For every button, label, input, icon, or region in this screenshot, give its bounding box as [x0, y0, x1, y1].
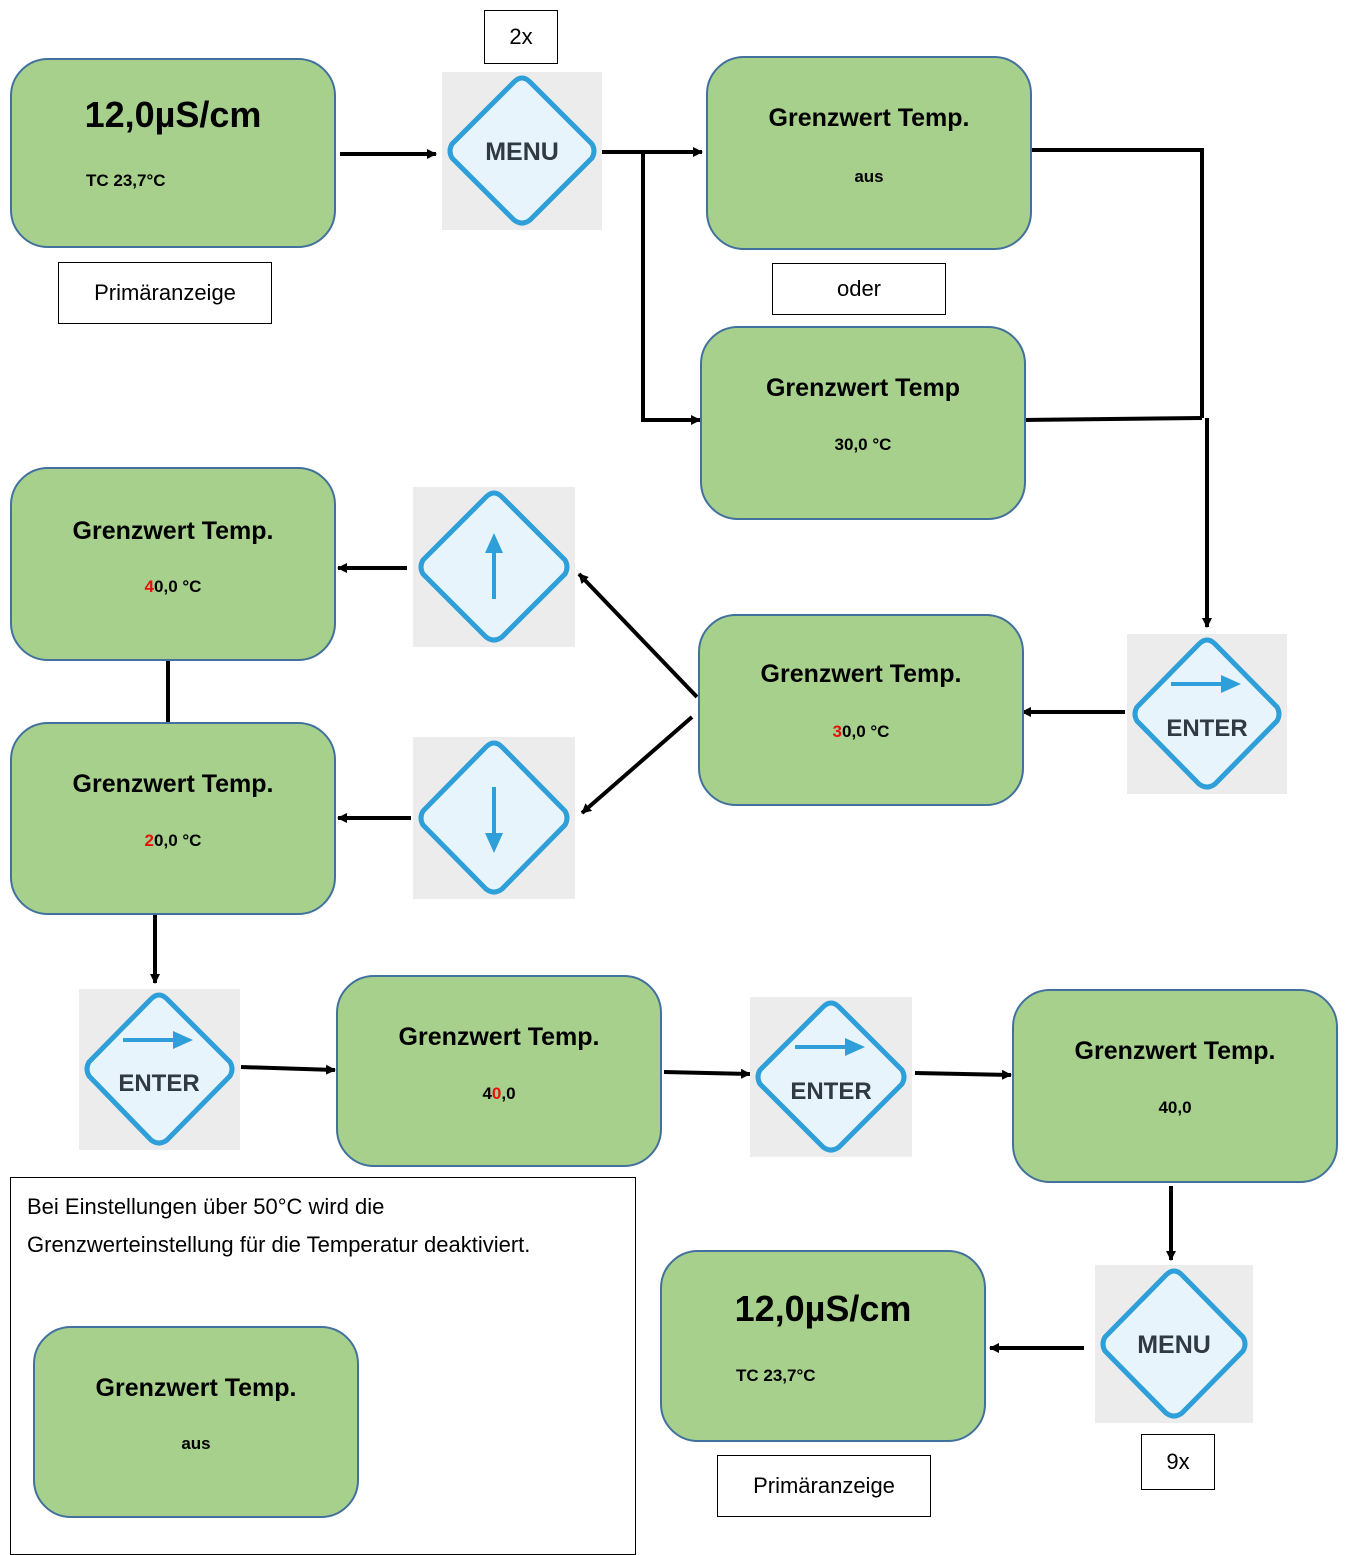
- menu-key-label: MENU: [485, 138, 559, 166]
- limit-value: 30,0 °C: [700, 722, 1022, 742]
- limit-title: Grenzwert Temp.: [1074, 1037, 1276, 1065]
- limit-value: aus: [854, 167, 884, 186]
- menu-press-count: 2x: [484, 10, 558, 64]
- temperature-compensation: TC 23,7°C: [736, 1366, 816, 1385]
- limit-40c-display: Grenzwert Temp. 40,0: [1012, 989, 1338, 1183]
- enter-key-label: ENTER: [118, 1070, 199, 1097]
- menu-press-count: 9x: [1141, 1434, 1215, 1490]
- limit-title: Grenzwert Temp: [765, 374, 961, 402]
- limit-off-display: Grenzwert Temp. aus: [706, 56, 1032, 250]
- limit-30-display: Grenzwert Temp 30,0 °C: [700, 326, 1026, 520]
- primary-display-top: 12,0µS/cm TC 23,7°C: [10, 58, 336, 248]
- limit-off-example: Grenzwert Temp. aus: [33, 1326, 359, 1518]
- limit-40b-display: Grenzwert Temp. 40,0: [336, 975, 662, 1167]
- value-rest: ,0: [501, 1084, 516, 1103]
- arrow-menu-to-limit-30: [641, 152, 701, 425]
- primary-display-caption: Primäranzeige: [717, 1455, 931, 1517]
- limit-40-display: Grenzwert Temp. 40,0 °C: [10, 467, 336, 661]
- limit-title: Grenzwert Temp.: [768, 104, 970, 132]
- primary-display-bottom: 12,0µS/cm TC 23,7°C: [660, 1250, 986, 1442]
- arrow-enter-to-limit40b: [240, 1064, 336, 1075]
- enter-key[interactable]: ENTER: [750, 997, 912, 1157]
- value-rest: 0,0 °C: [842, 722, 890, 741]
- limit-20-display: Grenzwert Temp. 20,0 °C: [10, 722, 336, 915]
- enter-key[interactable]: ENTER: [79, 989, 240, 1150]
- arrow-edit30-to-down: [580, 715, 694, 815]
- limit-value: aus: [181, 1434, 211, 1453]
- enter-key-label: ENTER: [1166, 715, 1247, 742]
- limit-title: Grenzwert Temp.: [72, 770, 274, 798]
- limit-title: Grenzwert Temp.: [95, 1374, 297, 1402]
- edited-digit: 0: [491, 1084, 502, 1103]
- temperature-compensation: TC 23,7°C: [86, 171, 166, 190]
- limit-value: 30,0 °C: [834, 435, 892, 454]
- menu-key[interactable]: MENU: [442, 72, 602, 230]
- conductivity-value: 12,0µS/cm: [734, 1288, 912, 1329]
- limit-title: Grenzwert Temp.: [398, 1023, 600, 1051]
- limit-value: 20,0 °C: [12, 831, 334, 851]
- edited-digit: 4: [144, 577, 155, 596]
- value-rest: 0,0 °C: [154, 577, 202, 596]
- edited-digit: 2: [144, 831, 155, 850]
- line-limit-off-right: [1028, 148, 1204, 418]
- or-label: oder: [772, 263, 946, 315]
- edited-digit: 3: [832, 722, 843, 741]
- enter-key-label: ENTER: [790, 1078, 871, 1105]
- conductivity-value: 12,0µS/cm: [84, 94, 262, 135]
- menu-key[interactable]: MENU: [1095, 1265, 1253, 1423]
- up-key[interactable]: [413, 487, 575, 647]
- enter-key[interactable]: ENTER: [1127, 634, 1287, 794]
- limit-title: Grenzwert Temp.: [760, 660, 962, 688]
- arrow-limit40b-to-enter: [663, 1068, 751, 1079]
- value-pre: 4: [482, 1084, 492, 1103]
- note-text: Bei Einstellungen über 50°C wird die Gre…: [27, 1194, 531, 1257]
- limit-value: 40,0 °C: [12, 577, 334, 597]
- arrow-edit30-to-up: [577, 572, 699, 699]
- down-key[interactable]: [413, 737, 575, 899]
- limit-value: 40,0: [1158, 1098, 1192, 1117]
- limit-edit-display: Grenzwert Temp. 30,0 °C: [698, 614, 1024, 806]
- line-limit-30-right: [1020, 416, 1203, 422]
- limit-value: 40,0: [338, 1084, 660, 1104]
- arrow-enter-to-limit40c: [914, 1069, 1012, 1080]
- note-box: Bei Einstellungen über 50°C wird die Gre…: [10, 1177, 636, 1555]
- menu-key-label: MENU: [1137, 1331, 1211, 1359]
- value-rest: 0,0 °C: [154, 831, 202, 850]
- limit-title: Grenzwert Temp.: [72, 517, 274, 545]
- primary-display-caption: Primäranzeige: [58, 262, 272, 324]
